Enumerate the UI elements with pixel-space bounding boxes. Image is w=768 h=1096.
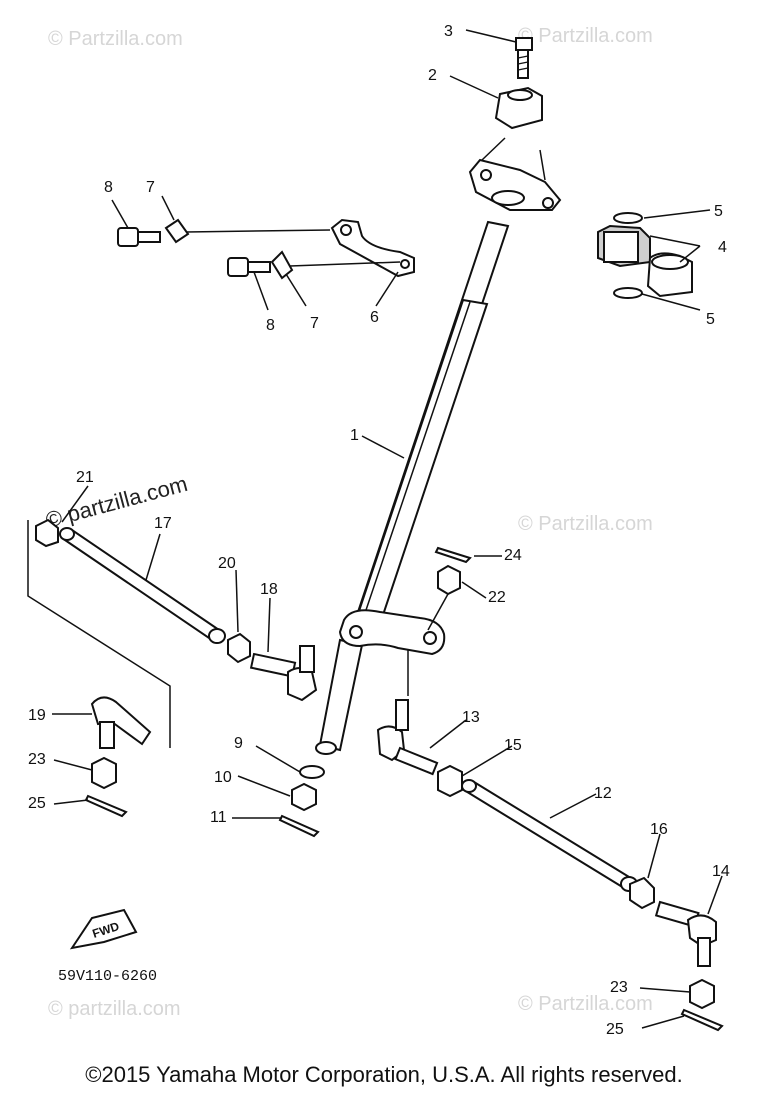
callout-25: 25 <box>28 795 46 812</box>
nut-23-right <box>689 978 715 1010</box>
callout-23: 23 <box>610 979 628 996</box>
fwd-arrow: FWD <box>69 908 138 950</box>
steering-arm <box>330 218 415 278</box>
leader-lines <box>52 29 723 1029</box>
callout-6: 6 <box>370 309 379 326</box>
copyright-notice: ©2015 Yamaha Motor Corporation, U.S.A. A… <box>85 1062 683 1087</box>
tie-rod-end-14 <box>654 900 717 967</box>
watermark: © Partzilla.com <box>518 25 653 47</box>
watermark: © Partzilla.com <box>48 28 183 50</box>
washer-9 <box>299 765 325 779</box>
watermark: © Partzilla.com <box>518 993 653 1015</box>
nut-15 <box>437 764 463 798</box>
tie-rod-end-13 <box>376 699 439 776</box>
callout-22: 22 <box>488 589 506 606</box>
diagram-code: 59V110-6260 <box>58 968 157 985</box>
bushing-set <box>597 212 693 299</box>
callout-7: 7 <box>146 179 155 196</box>
callout-5: 5 <box>706 311 715 328</box>
callout-9: 9 <box>234 735 243 752</box>
shaft-holder <box>494 86 543 130</box>
callout-12: 12 <box>594 785 612 802</box>
watermark: © partzilla.com <box>48 998 181 1020</box>
callout-23: 23 <box>28 751 46 768</box>
callout-8: 8 <box>266 317 275 334</box>
callout-14: 14 <box>712 863 730 880</box>
bolt-3 <box>515 37 533 79</box>
watermark: © Partzilla.com <box>518 513 653 535</box>
callout-17: 17 <box>154 515 172 532</box>
callout-15: 15 <box>504 737 522 754</box>
callout-18: 18 <box>260 581 278 598</box>
callout-8: 8 <box>104 179 113 196</box>
callout-labels: 3 2 7 8 5 4 5 8 7 6 1 21 17 24 20 18 22 … <box>28 23 730 1038</box>
callout-1: 1 <box>350 427 359 444</box>
callout-11: 11 <box>210 809 227 826</box>
nut-22 <box>437 564 461 596</box>
callout-2: 2 <box>428 67 437 84</box>
cotter-pin-11 <box>278 814 320 838</box>
nut-23-left <box>91 756 117 790</box>
cotter-pin-25-left <box>84 794 128 818</box>
steering-shaft <box>315 220 510 755</box>
callout-3: 3 <box>444 23 453 40</box>
watermarks: © Partzilla.com © Partzilla.com © Partzi… <box>43 25 653 1020</box>
callout-13: 13 <box>462 709 480 726</box>
callout-19: 19 <box>28 707 46 724</box>
lock-washer-upper <box>164 218 190 244</box>
lock-washer-lower <box>270 250 294 280</box>
callout-5: 5 <box>714 203 723 220</box>
nut-20 <box>227 632 251 664</box>
tie-rod-left <box>59 527 226 644</box>
callout-16: 16 <box>650 821 668 838</box>
cotter-pin-25-right <box>680 1008 724 1032</box>
callout-25: 25 <box>606 1021 624 1038</box>
callout-10: 10 <box>214 769 232 786</box>
callout-21: 21 <box>76 469 94 486</box>
tie-rod-end-19 <box>90 696 152 749</box>
bolt-8-lower <box>227 257 271 277</box>
nut-16 <box>629 876 655 910</box>
callout-7: 7 <box>310 315 319 332</box>
callout-20: 20 <box>218 555 236 572</box>
upper-column-flange <box>468 137 562 211</box>
cotter-pin-24 <box>434 546 472 564</box>
tie-rod-end-18 <box>249 645 318 702</box>
bolt-8-upper <box>117 227 161 247</box>
callout-24: 24 <box>504 547 522 564</box>
callout-4: 4 <box>718 239 727 256</box>
nut-10 <box>291 782 317 812</box>
nut-21 <box>35 518 59 548</box>
